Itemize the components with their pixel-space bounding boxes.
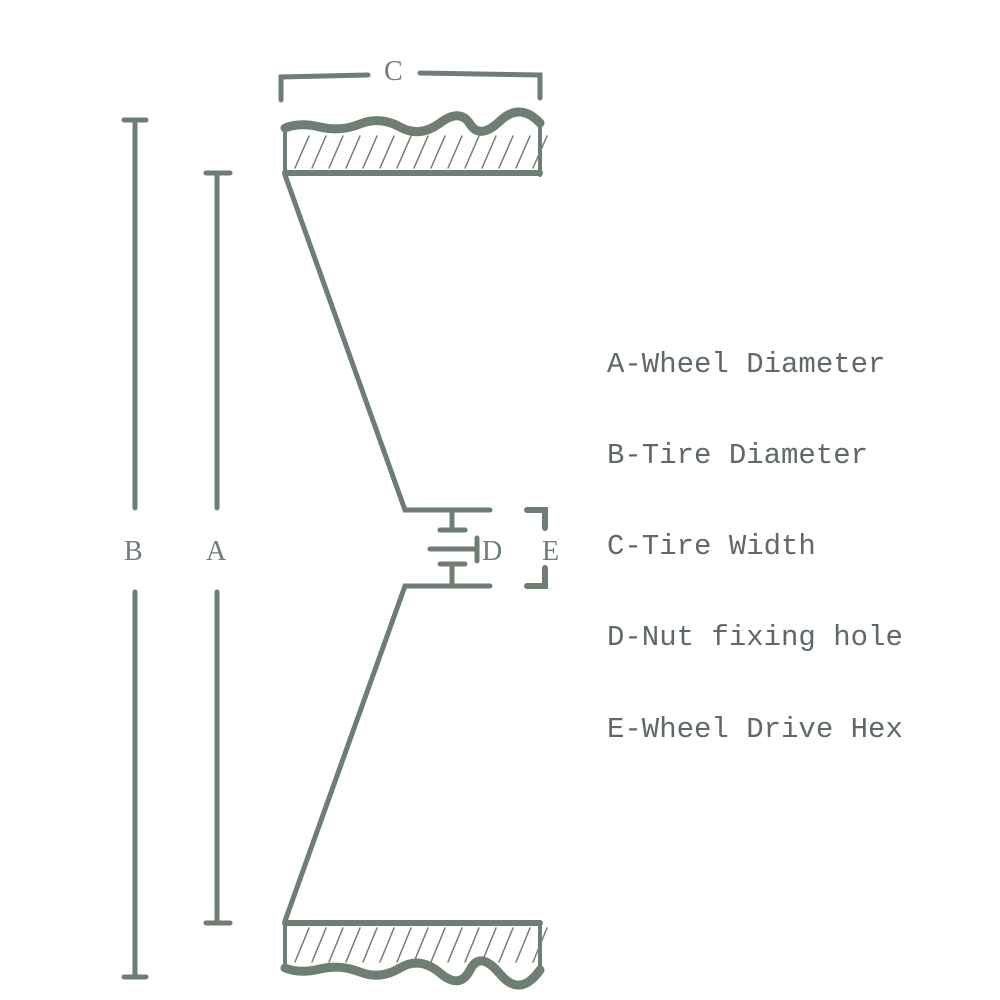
hatch-line bbox=[481, 927, 497, 963]
nut-fixing-hole: D bbox=[427, 507, 502, 589]
dimension-e: E bbox=[524, 507, 559, 589]
hatch-line bbox=[311, 927, 327, 963]
label-b: B bbox=[124, 536, 143, 567]
hatch-line bbox=[345, 135, 361, 169]
hatch-line bbox=[464, 927, 480, 963]
hatch-line bbox=[464, 135, 480, 169]
hatch-line bbox=[447, 927, 463, 963]
hatch-line bbox=[430, 135, 446, 169]
dimension-c: C bbox=[278, 56, 543, 103]
label-c: C bbox=[384, 56, 403, 87]
hatch-line bbox=[379, 135, 395, 169]
hatch-line bbox=[481, 135, 497, 169]
tread-hatch bbox=[294, 135, 548, 169]
dimension-a: A bbox=[203, 170, 233, 926]
legend-item-a: A-Wheel Diameter bbox=[607, 348, 886, 381]
hatch-line bbox=[294, 927, 310, 963]
hatch-line bbox=[362, 135, 378, 169]
tread-hatch bbox=[294, 927, 548, 963]
tire-top bbox=[280, 107, 548, 177]
hatch-line bbox=[362, 927, 378, 963]
hatch-line bbox=[498, 927, 514, 963]
hatch-line bbox=[311, 135, 327, 169]
legend-item-c: C-Tire Width bbox=[607, 530, 816, 563]
hatch-line bbox=[396, 927, 412, 963]
hatch-line bbox=[515, 927, 531, 963]
hatch-line bbox=[532, 927, 548, 963]
hatch-line bbox=[379, 927, 395, 963]
legend-item-e: E-Wheel Drive Hex bbox=[607, 713, 903, 746]
dimension-b: B bbox=[121, 117, 149, 980]
hatch-line bbox=[430, 927, 446, 963]
hatch-line bbox=[413, 927, 429, 963]
tire-bottom bbox=[280, 920, 548, 990]
hatch-line bbox=[345, 927, 361, 963]
hatch-line bbox=[498, 135, 514, 169]
label-e: E bbox=[542, 536, 559, 567]
hatch-line bbox=[328, 135, 344, 169]
hatch-line bbox=[396, 135, 412, 169]
legend-item-b: B-Tire Diameter bbox=[607, 439, 869, 472]
hatch-line bbox=[515, 135, 531, 169]
legend-item-d: D-Nut fixing hole bbox=[607, 621, 903, 654]
rim-profile bbox=[282, 172, 493, 924]
hatch-line bbox=[447, 135, 463, 169]
label-a: A bbox=[206, 536, 227, 567]
hatch-line bbox=[328, 927, 344, 963]
hatch-line bbox=[294, 135, 310, 169]
hatch-line bbox=[532, 135, 548, 169]
hatch-line bbox=[413, 135, 429, 169]
label-d: D bbox=[482, 536, 502, 567]
